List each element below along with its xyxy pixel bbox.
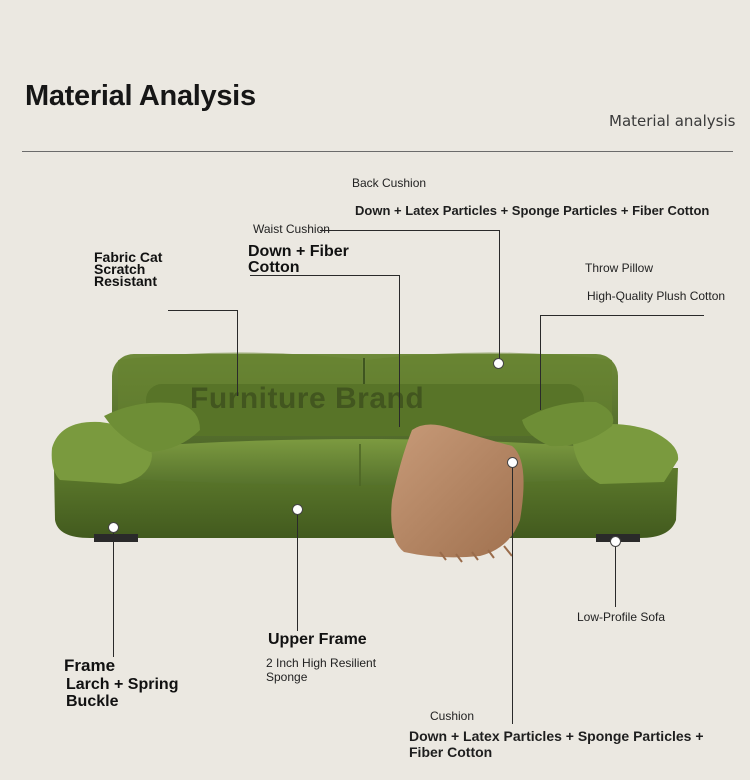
waist-leader-v	[399, 275, 400, 427]
upper-frame-label: Upper Frame	[268, 631, 367, 648]
fabric-leader-v	[237, 310, 238, 396]
throw-pillow-label: Throw Pillow	[585, 261, 654, 275]
back-cushion-label: Back Cushion	[352, 176, 427, 190]
frame-detail: Larch + Spring Buckle	[66, 676, 179, 710]
fabric-leader-h	[168, 310, 238, 311]
back-cushion-marker	[493, 358, 504, 369]
cushion-leader	[512, 462, 513, 724]
waist-cushion-label: Waist Cushion	[253, 222, 330, 236]
waist-leader-h	[250, 275, 400, 276]
cushion-detail: Down + Latex Particles + Sponge Particle…	[409, 728, 704, 760]
waist-cushion-detail: Down + Fiber Cotton	[248, 243, 349, 276]
page-title: Material Analysis	[25, 80, 256, 112]
frame-leader	[113, 527, 114, 657]
frame-marker	[108, 522, 119, 533]
waist-cushion	[146, 384, 584, 436]
throw-pillow-right	[522, 401, 614, 447]
low-profile-label: Low-Profile Sofa	[577, 610, 666, 624]
frame-label: Frame	[64, 656, 116, 675]
low-profile-leader	[615, 541, 616, 607]
upper-frame-marker	[292, 504, 303, 515]
page-subtitle: Material analysis	[609, 112, 736, 130]
seat-cushion	[114, 439, 616, 485]
header-divider	[22, 151, 733, 152]
blanket	[391, 424, 524, 558]
throw-pillow-left	[104, 402, 200, 452]
brand-watermark: Furniture Brand	[190, 382, 425, 415]
back-cushion-detail: Down + Latex Particles + Sponge Particle…	[355, 203, 710, 218]
low-profile-marker	[610, 536, 621, 547]
pillow-leader-v	[540, 315, 541, 410]
sofa-leg-left	[94, 534, 138, 542]
pillow-leader-h	[540, 315, 704, 316]
arm-right	[572, 424, 679, 484]
back-leader-h	[320, 230, 500, 231]
cushion-marker	[507, 457, 518, 468]
fabric-label: Fabric Cat Scratch Resistant	[94, 249, 163, 289]
throw-pillow-detail: High-Quality Plush Cotton	[587, 289, 726, 303]
back-leader-v	[499, 230, 500, 360]
upper-frame-detail: 2 Inch High Resilient Sponge	[266, 656, 377, 684]
cushion-label: Cushion	[430, 709, 475, 723]
upper-frame-leader	[297, 509, 298, 631]
